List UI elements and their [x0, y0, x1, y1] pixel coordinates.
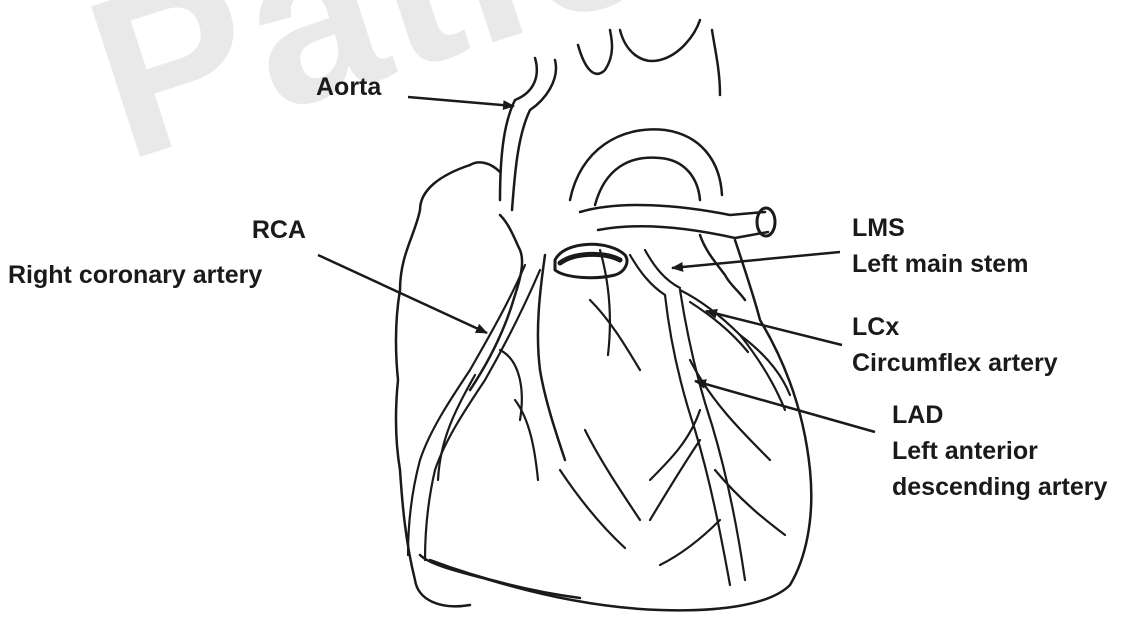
rca-full-label: Right coronary artery — [8, 259, 262, 291]
lcx-arrow — [706, 311, 842, 345]
lad-label: LAD Left anterior descending artery — [892, 399, 1107, 503]
lad-abbr: LAD — [892, 399, 1107, 431]
coronary-arteries — [408, 250, 790, 585]
rca-abbr: RCA — [252, 214, 306, 246]
rca-label: RCA — [252, 214, 306, 246]
lcx-label: LCx Circumflex artery — [852, 311, 1058, 379]
lms-full: Left main stem — [852, 248, 1028, 280]
lms-arrow — [672, 252, 840, 268]
lms-abbr: LMS — [852, 212, 1028, 244]
lad-full-line2: descending artery — [892, 471, 1107, 503]
lad-full-line1: Left anterior — [892, 435, 1107, 467]
lms-label: LMS Left main stem — [852, 212, 1028, 280]
lcx-abbr: LCx — [852, 311, 1058, 343]
aorta-label: Aorta — [316, 71, 381, 103]
lad-arrow — [695, 381, 875, 432]
lcx-full: Circumflex artery — [852, 347, 1058, 379]
aorta-arrow — [408, 97, 514, 106]
